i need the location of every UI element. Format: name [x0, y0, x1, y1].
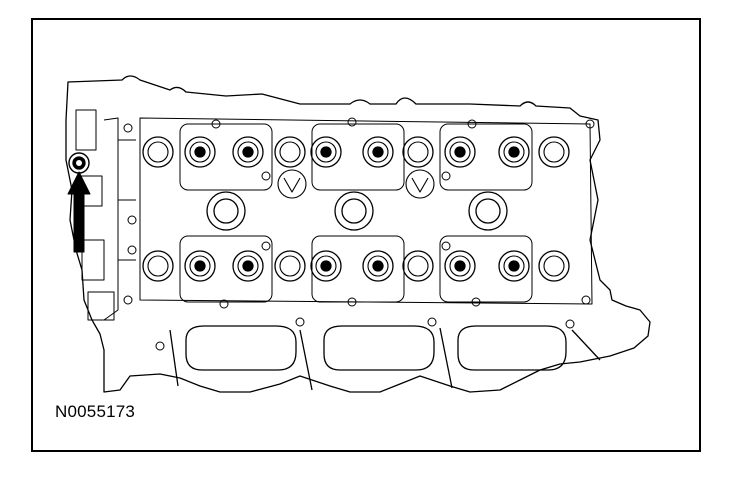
dowel-hole	[123, 123, 133, 133]
dowel-hole	[123, 295, 133, 305]
bolt-bore	[444, 250, 476, 282]
cylinder-head-outline	[65, 75, 651, 393]
bolt-bore	[232, 136, 264, 168]
exhaust-port-outlines	[169, 325, 601, 391]
dowel-hole	[347, 297, 357, 307]
bolt-bore	[444, 136, 476, 168]
dowel-hole	[585, 119, 595, 129]
bolt-bore	[402, 136, 434, 168]
dowel-hole	[467, 119, 477, 129]
dowel-hole-group	[123, 117, 595, 351]
dowel-hole	[581, 295, 591, 305]
bolt-bore	[310, 250, 342, 282]
bolt-bore	[402, 250, 434, 282]
left-side-detail	[75, 109, 136, 321]
dowel-hole	[127, 245, 137, 255]
bolt-bore	[184, 250, 216, 282]
bolt-bore	[274, 136, 306, 168]
bolt-bore	[310, 136, 342, 168]
dowel-hole	[441, 171, 451, 181]
dowel-hole	[127, 215, 137, 225]
drain-recesses	[277, 169, 435, 199]
dowel-hole	[211, 119, 221, 129]
dowel-hole	[347, 117, 357, 127]
bolt-bore	[498, 136, 530, 168]
figure-frame	[31, 18, 701, 452]
figure-id-label: N0055173	[55, 402, 136, 421]
bolt-bore	[142, 136, 174, 168]
bolt-bore	[142, 250, 174, 282]
bolt-bore	[362, 250, 394, 282]
dowel-hole	[219, 299, 229, 309]
dowel-hole	[155, 341, 165, 351]
bolt-bore	[538, 136, 570, 168]
dowel-hole	[261, 241, 271, 251]
bolt-bore	[274, 250, 306, 282]
arrow-up-icon	[67, 171, 91, 253]
bolt-bore	[184, 136, 216, 168]
dowel-hole	[427, 317, 437, 327]
dowel-hole	[261, 171, 271, 181]
dowel-hole	[441, 241, 451, 251]
deck-inner-boundary	[139, 117, 593, 305]
bolt-bore	[362, 136, 394, 168]
dowel-hole	[565, 319, 575, 329]
bolt-bore	[538, 250, 570, 282]
bolt-bore	[498, 250, 530, 282]
dowel-hole	[471, 297, 481, 307]
bolt-bore	[232, 250, 264, 282]
start-bolt	[68, 152, 90, 174]
dowel-hole	[295, 317, 305, 327]
spark-plug-bores	[206, 191, 508, 231]
head-bolt-group	[142, 136, 570, 282]
